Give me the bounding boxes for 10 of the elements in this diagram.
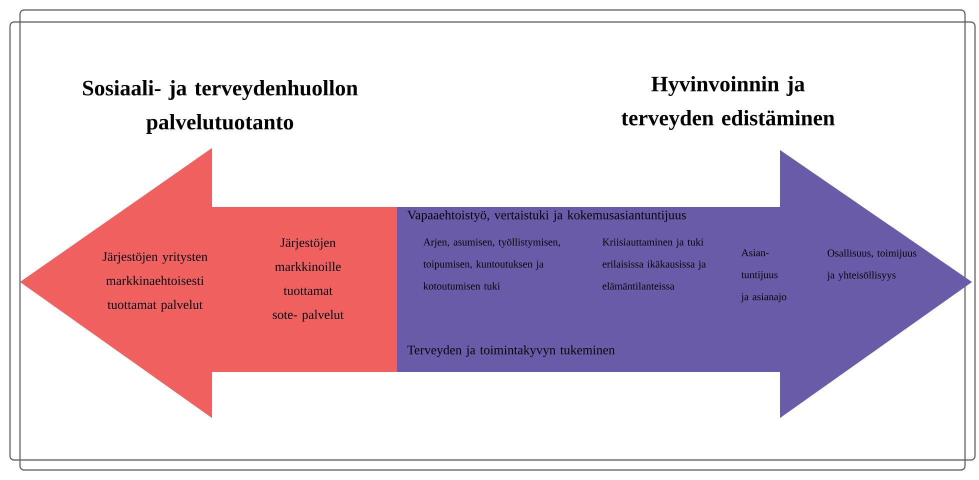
arrow-text: Arjen, asumisen, työllistymisen, toipumisen, kuntoutuksen ja kotoutumisen tuki (423, 238, 560, 290)
arrow-text: Asian- tuntijuus ja asianajo (740, 249, 786, 302)
arrow-text: Osallisuus, toimijuus ja yhteisöllisyys (826, 249, 916, 281)
heading: Sosiaali- ja terveydenhuollon palvelutuotanto (83, 80, 358, 134)
arrow-text: Järjestöjen yritysten markkinaehtoisesti tuottamat palvelut (102, 252, 208, 312)
band-heading: Vapaaehtoistyö, vertaistuki ja kokemusasiantuntijuus (407, 210, 686, 222)
band-heading: Terveyden ja toimintakyvyn tukeminen (407, 345, 615, 358)
arrow-text: Kriisiauttaminen ja tuki erilaisissa ikäkausissa ja elämäntilanteissa (602, 238, 706, 290)
heading: Hyvinvoinnin ja terveyden edistäminen (621, 76, 835, 130)
arrow-text: Järjestöjen markkinoille tuottamat sote- palvelut (272, 238, 344, 322)
